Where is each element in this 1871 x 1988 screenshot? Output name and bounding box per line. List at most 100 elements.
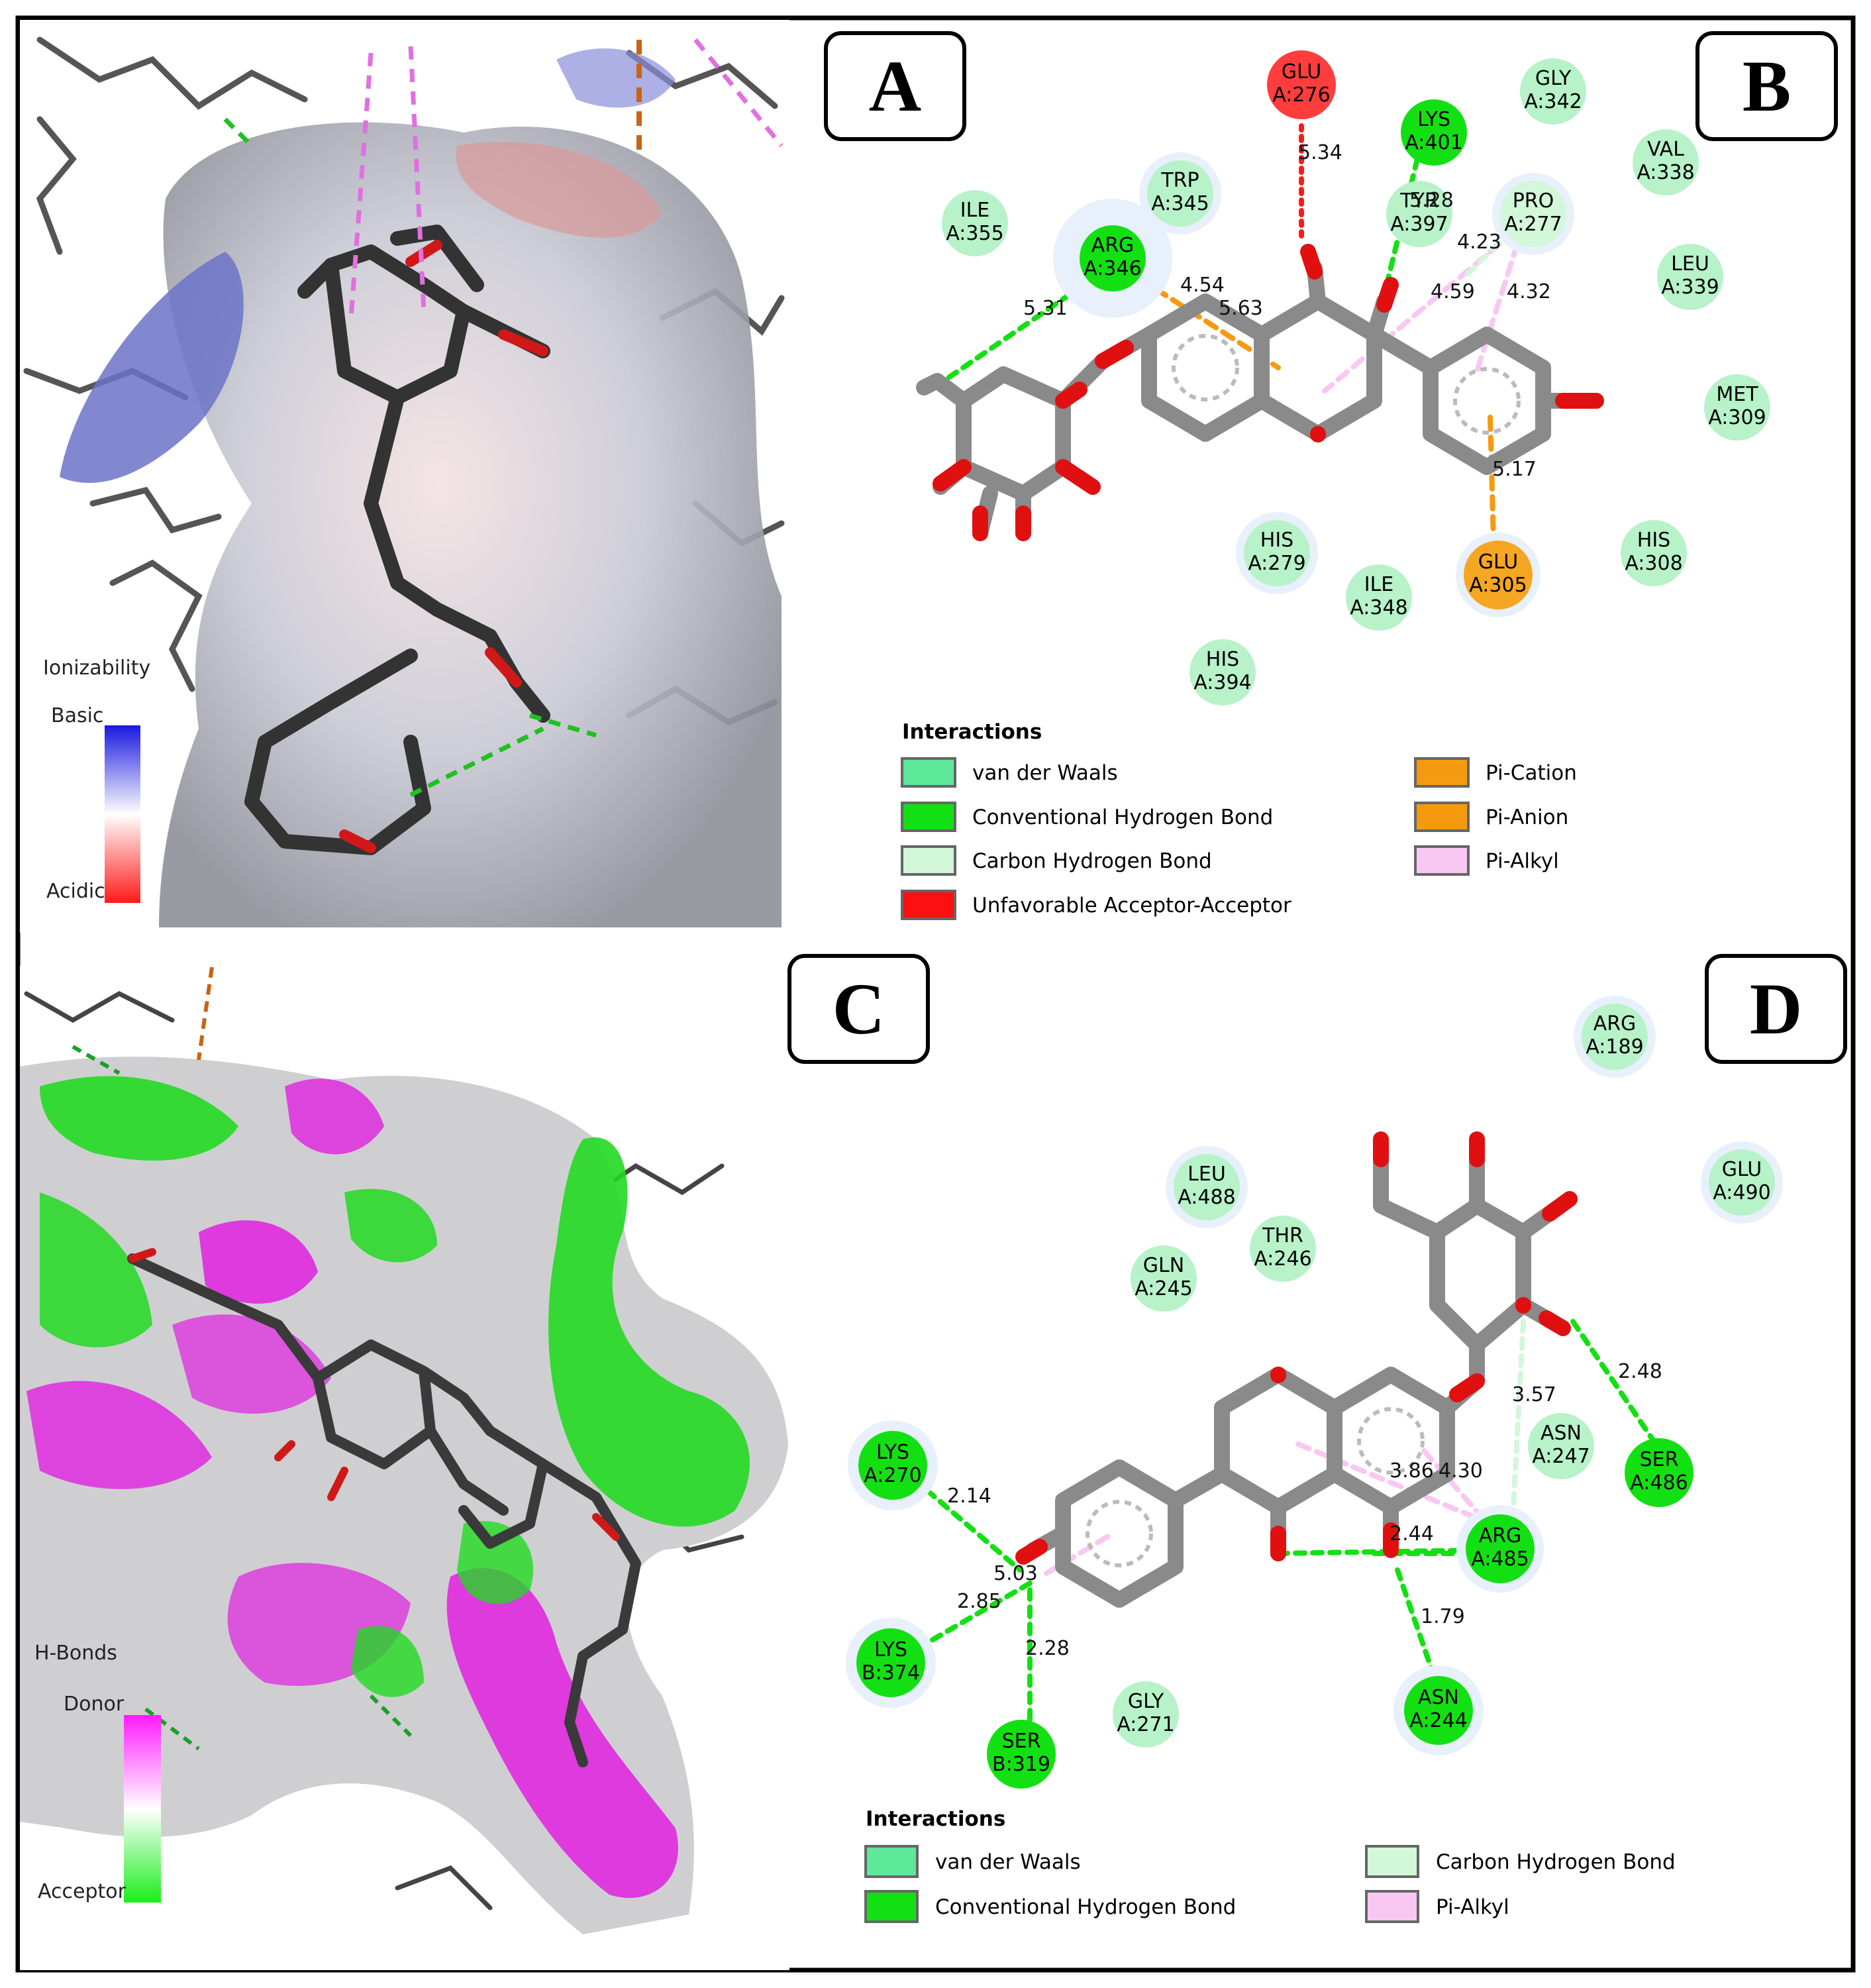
svg-text:4.23: 4.23 <box>1457 231 1501 254</box>
b-oxygens <box>933 244 1604 541</box>
svg-text:A:490: A:490 <box>1713 1181 1770 1204</box>
svg-text:A:276: A:276 <box>1272 83 1330 107</box>
panel-a-render <box>20 20 789 933</box>
d-legend-title: Interactions <box>866 1807 1005 1831</box>
svg-text:GLU: GLU <box>1282 60 1321 83</box>
b-legend-item-ch-bond: Carbon Hydrogen Bond <box>901 845 1212 876</box>
d-residues: ARG A:189 GLU A:490 LEU A:488 THR A:246 <box>846 996 1783 1789</box>
svg-text:B:374: B:374 <box>862 1661 920 1685</box>
svg-text:A:277: A:277 <box>1504 213 1562 236</box>
svg-text:5.03: 5.03 <box>993 1562 1038 1585</box>
d-line-lys270 <box>925 1488 1023 1573</box>
panel-a-oxygens <box>339 240 548 853</box>
hbond-title: H-Bonds <box>34 1642 117 1665</box>
svg-text:LYS: LYS <box>1417 108 1450 131</box>
svg-text:4.32: 4.32 <box>1507 280 1551 303</box>
svg-text:A:397: A:397 <box>1390 213 1448 236</box>
outer-border <box>15 15 1856 1973</box>
svg-text:PRO: PRO <box>1513 189 1554 213</box>
d-residue-arg485: ARG A:485 <box>1456 1505 1544 1593</box>
panel-label-b: B <box>1695 31 1838 141</box>
d-residue-thr246: THR A:246 <box>1250 1216 1316 1282</box>
svg-text:2.28: 2.28 <box>1025 1637 1070 1660</box>
b-residue-his394: HIS A:394 <box>1189 639 1256 706</box>
b-residue-glu276: GLU A:276 <box>1267 50 1336 119</box>
svg-text:B:319: B:319 <box>992 1753 1050 1776</box>
d-residue-ser486: SER A:486 <box>1625 1438 1694 1507</box>
b-legend-item-pi-cation: Pi-Cation <box>1414 757 1577 788</box>
svg-text:A:348: A:348 <box>1350 596 1407 619</box>
svg-text:Pi-Alkyl: Pi-Alkyl <box>1486 849 1559 873</box>
b-legend-item-unfavorable: Unfavorable Acceptor-Acceptor <box>901 890 1291 920</box>
d-residue-ser319: SER B:319 <box>987 1720 1056 1789</box>
svg-text:van der Waals: van der Waals <box>972 761 1118 785</box>
svg-text:3.57: 3.57 <box>1512 1383 1556 1406</box>
d-legend-item-ch-bond: Carbon Hydrogen Bond <box>1365 1845 1676 1878</box>
svg-text:Pi-Alkyl: Pi-Alkyl <box>1436 1895 1509 1919</box>
d-line-ser486 <box>1570 1319 1658 1447</box>
svg-text:TYR: TYR <box>1399 189 1439 213</box>
panel-c-ligand <box>127 1253 641 1767</box>
d-distances: 2.48 3.57 3.86 4.30 2.14 5.03 2.85 2.28 … <box>947 1360 1662 1660</box>
d-residue-arg189: ARG A:189 <box>1574 996 1656 1078</box>
svg-text:LYS: LYS <box>876 1441 909 1464</box>
d-legend-item-pi-alkyl: Pi-Alkyl <box>1365 1890 1509 1923</box>
svg-text:A:346: A:346 <box>1084 257 1141 280</box>
ionizability-title: Ionizability <box>43 656 150 680</box>
svg-text:ARG: ARG <box>1593 1012 1637 1035</box>
b-line-glu305 <box>1488 415 1496 543</box>
panel-a-acidic-patch <box>456 142 662 238</box>
svg-text:A:394: A:394 <box>1193 671 1251 694</box>
d-legend: Interactions van der Waals Carbon Hydrog… <box>864 1807 1676 1923</box>
ionizability-basic-label: Basic <box>51 704 103 727</box>
svg-text:A:488: A:488 <box>1178 1186 1235 1209</box>
svg-text:Carbon Hydrogen Bond: Carbon Hydrogen Bond <box>972 849 1212 873</box>
panel-d-diagram: ARG A:189 GLU A:490 LEU A:488 THR A:246 <box>846 996 1783 1923</box>
d-line-asn244 <box>1395 1567 1437 1679</box>
d-line-arg485-ch <box>1511 1319 1526 1510</box>
b-legend-item-hbond: Conventional Hydrogen Bond <box>901 802 1273 832</box>
svg-text:ILE: ILE <box>1364 573 1394 596</box>
b-legend-item-pi-alkyl: Pi-Alkyl <box>1414 845 1559 876</box>
b-residue-gly342: GLY A:342 <box>1520 58 1586 125</box>
svg-text:2.44: 2.44 <box>1390 1522 1434 1545</box>
b-line-pro277-b <box>1461 216 1526 281</box>
panel-b-diagram: GLU A:276 GLY A:342 LYS A:401 VAL A:338 <box>901 50 1770 920</box>
b-legend: Interactions van der Waals Pi-Cation Con… <box>901 720 1577 920</box>
d-oxygens <box>1015 1131 1578 1565</box>
b-residue-pro277: PRO A:277 <box>1492 173 1574 255</box>
b-residue-val338: VAL A:338 <box>1633 129 1699 195</box>
b-residue-lys401: LYS A:401 <box>1401 99 1467 166</box>
b-residue-ile348: ILE A:348 <box>1346 564 1412 631</box>
svg-text:ARG: ARG <box>1479 1524 1522 1547</box>
svg-text:A:309: A:309 <box>1708 406 1766 429</box>
scale-texts: Ionizability Basic Acidic H-Bonds Donor … <box>34 656 150 1903</box>
svg-text:5.17: 5.17 <box>1492 458 1537 481</box>
panel-a-basic-patch <box>60 252 244 483</box>
svg-text:GLY: GLY <box>1128 1690 1164 1713</box>
b-residue-tyr397: TYR A:397 <box>1386 181 1452 247</box>
svg-text:LYS: LYS <box>874 1638 907 1661</box>
d-residue-gly271: GLY A:271 <box>1113 1681 1179 1748</box>
svg-text:4.59: 4.59 <box>1431 280 1475 303</box>
svg-text:Unfavorable Acceptor-Acceptor: Unfavorable Acceptor-Acceptor <box>972 894 1291 917</box>
svg-text:LEU: LEU <box>1188 1163 1226 1186</box>
svg-text:A:339: A:339 <box>1661 276 1719 299</box>
svg-text:4.54: 4.54 <box>1180 274 1225 297</box>
svg-text:A:355: A:355 <box>946 222 1003 245</box>
svg-text:Carbon Hydrogen Bond: Carbon Hydrogen Bond <box>1436 1850 1676 1874</box>
svg-text:MET: MET <box>1716 383 1758 406</box>
panel-label-d: D <box>1705 954 1847 1064</box>
b-legend-title: Interactions <box>902 720 1042 744</box>
svg-text:A:279: A:279 <box>1248 552 1305 575</box>
b-residue-glu305: GLU A:305 <box>1456 533 1541 617</box>
svg-text:Pi-Anion: Pi-Anion <box>1486 806 1568 829</box>
svg-text:A:245: A:245 <box>1135 1277 1192 1300</box>
svg-text:Conventional Hydrogen Bond: Conventional Hydrogen Bond <box>972 806 1273 829</box>
d-residue-gln245: GLN A:245 <box>1131 1245 1197 1312</box>
svg-text:A:305: A:305 <box>1469 574 1527 597</box>
svg-text:GLN: GLN <box>1143 1254 1184 1277</box>
svg-text:A:338: A:338 <box>1637 161 1694 184</box>
d-residue-asn244: ASN A:244 <box>1393 1665 1484 1755</box>
svg-text:A:485: A:485 <box>1471 1547 1529 1571</box>
